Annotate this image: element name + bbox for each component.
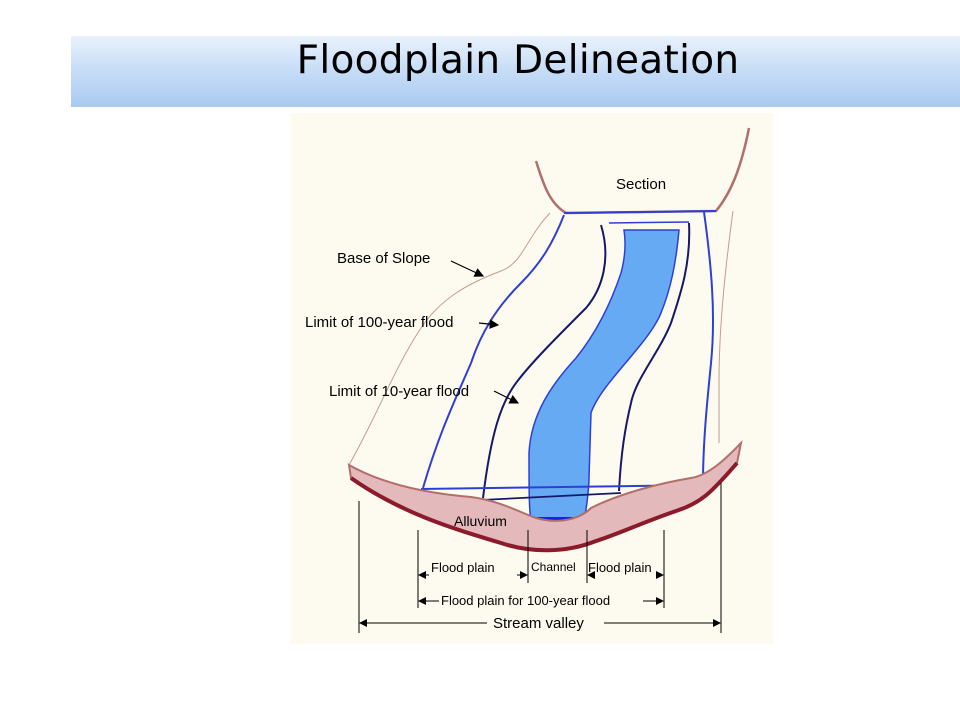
limit-10-arrow xyxy=(493,390,520,404)
limit-10-right-line xyxy=(618,222,691,492)
title-banner xyxy=(71,36,960,107)
base-of-slope-left-line xyxy=(348,212,551,466)
limit-100-arrow xyxy=(478,319,500,329)
channel-water xyxy=(528,229,680,520)
base-of-slope-label: Base of Slope xyxy=(337,250,430,267)
channel-label: Channel xyxy=(531,560,576,574)
floodplain-diagram: Section Base of Slope Limit of 100-year … xyxy=(291,113,773,644)
base-of-slope-arrow xyxy=(450,260,485,277)
flood-plain-100-label: Flood plain for 100-year flood xyxy=(441,593,610,608)
limit-100-right-line xyxy=(702,211,715,484)
stream-valley-label: Stream valley xyxy=(493,615,584,632)
floodplain-diagram-svg: Section Base of Slope Limit of 100-year … xyxy=(305,127,751,633)
limit-100-label: Limit of 100-year flood xyxy=(305,314,453,331)
page-title: Floodplain Delineation xyxy=(296,38,740,83)
section-profile-line xyxy=(534,127,751,215)
base-of-slope-right-line xyxy=(718,210,734,443)
section-waterline xyxy=(563,210,717,214)
flood-plain-left-label: Flood plain xyxy=(431,560,495,575)
limit-10-label: Limit of 10-year flood xyxy=(329,383,469,400)
limit-10-left-line xyxy=(482,224,607,499)
alluvium-label: Alluvium xyxy=(454,513,507,529)
section-label: Section xyxy=(616,176,666,193)
flood-waterline-10 xyxy=(480,492,622,501)
section-waterline-inner xyxy=(608,221,690,224)
flood-plain-right-label: Flood plain xyxy=(588,560,652,575)
limit-100-left-line xyxy=(422,214,565,489)
